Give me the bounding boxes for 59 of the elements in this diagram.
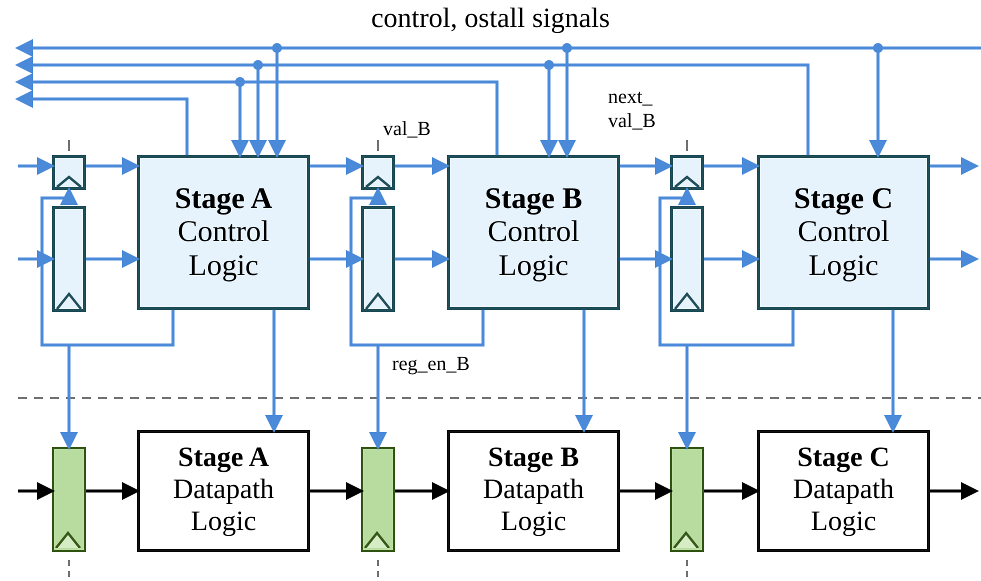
arrow xyxy=(310,250,364,268)
arrow xyxy=(620,157,673,175)
arrow xyxy=(678,310,794,450)
stage-title: Stage B xyxy=(488,443,579,474)
register xyxy=(52,447,86,552)
signal-label: reg_en_B xyxy=(392,353,470,375)
arrow xyxy=(884,310,902,433)
register xyxy=(361,447,395,552)
stage-title: Stage C xyxy=(794,182,894,214)
arrow xyxy=(86,250,140,268)
control-logic-box xyxy=(137,155,310,310)
arrow xyxy=(704,482,760,500)
arrow xyxy=(395,250,450,268)
arrow xyxy=(310,157,364,175)
datapath-logic-box xyxy=(757,430,930,552)
arrow xyxy=(930,482,979,500)
flip-flop xyxy=(361,155,395,190)
arrow xyxy=(265,310,283,433)
arrow xyxy=(86,157,140,175)
control-logic-box xyxy=(447,155,620,310)
arrow xyxy=(930,157,979,175)
arrow xyxy=(704,250,760,268)
control-logic-box xyxy=(757,155,930,310)
stage-title: Stage B xyxy=(484,182,582,214)
arrow xyxy=(86,482,140,500)
logic-label: Control Logic xyxy=(488,214,580,284)
datapath-logic-box xyxy=(137,430,310,552)
logic-label: Control Logic xyxy=(798,214,890,284)
arrow xyxy=(395,157,450,175)
arrow xyxy=(620,482,673,500)
logic-label: Control Logic xyxy=(178,214,270,284)
logic-label: Datapath Logic xyxy=(172,474,276,539)
arrow xyxy=(18,482,55,500)
signal-label: val_B xyxy=(383,118,431,140)
logic-label: Datapath Logic xyxy=(482,474,586,539)
arrow xyxy=(60,310,174,450)
diagram-title: control, ostall signals xyxy=(371,3,610,34)
arrow xyxy=(18,250,55,268)
arrow xyxy=(930,250,979,268)
stage-title: Stage C xyxy=(797,443,890,474)
logic-label: Datapath Logic xyxy=(792,474,896,539)
arrow xyxy=(395,482,450,500)
register xyxy=(52,206,86,312)
register xyxy=(361,206,395,312)
stage-title: Stage A xyxy=(174,182,272,214)
register xyxy=(670,447,704,552)
arrow xyxy=(369,310,484,450)
flip-flop xyxy=(52,155,86,190)
arrow xyxy=(704,157,760,175)
signal-label: next_ val_B xyxy=(608,86,656,132)
arrow xyxy=(575,310,593,433)
arrow xyxy=(620,250,673,268)
stage-title: Stage A xyxy=(178,443,269,474)
arrow xyxy=(18,157,55,175)
flip-flop xyxy=(670,155,704,190)
arrow xyxy=(15,90,188,155)
arrow xyxy=(310,482,364,500)
register xyxy=(670,206,704,312)
datapath-logic-box xyxy=(447,430,620,552)
